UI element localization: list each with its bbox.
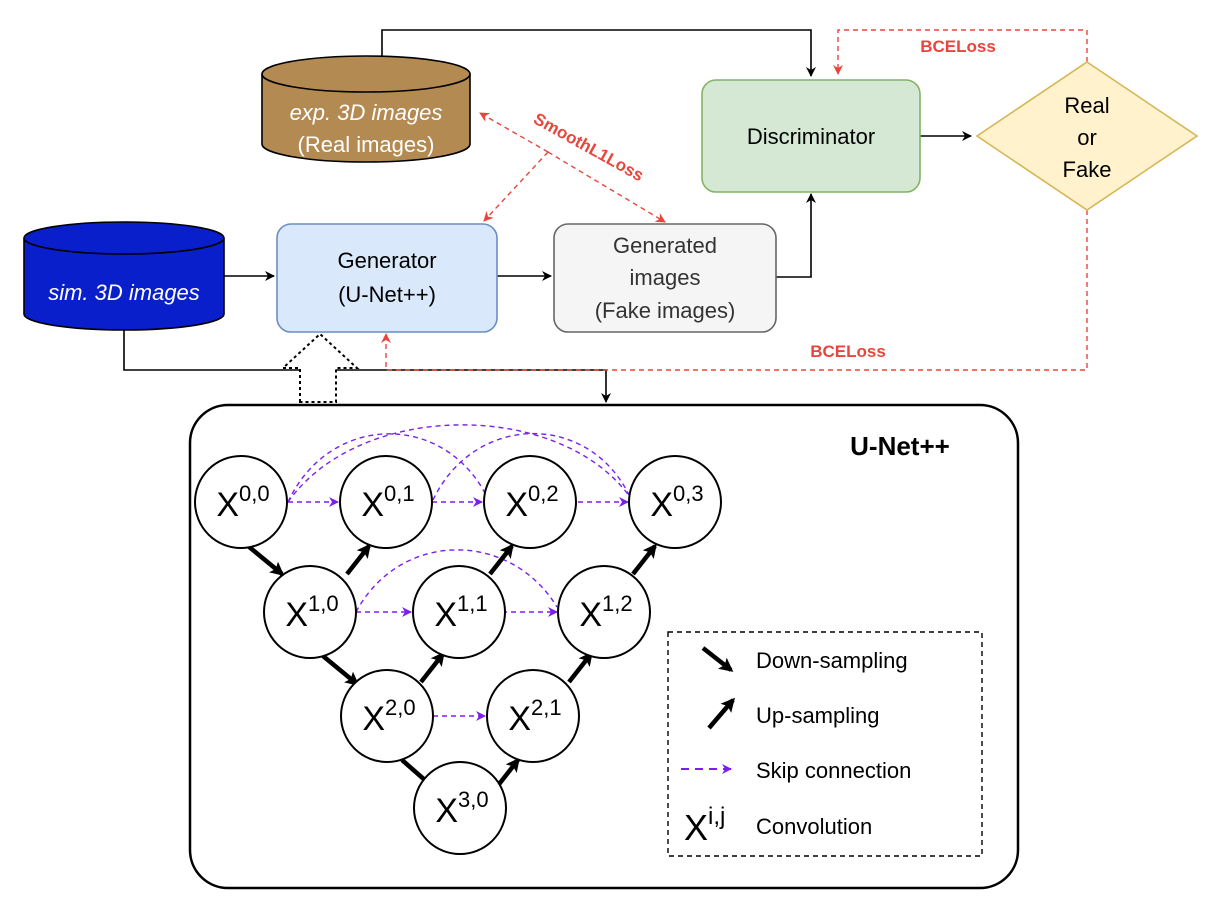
- bce-bottom-label: BCELoss: [810, 342, 886, 361]
- legend-down-label: Down-sampling: [756, 648, 908, 673]
- decision-line3: Fake: [1063, 157, 1112, 182]
- smoothl1-to-real-arrow: [479, 112, 549, 153]
- generated-line2: images: [630, 265, 701, 290]
- node-circle: [483, 455, 577, 549]
- node-x0-1: X0,1: [339, 455, 433, 549]
- node-x0-2: X0,2: [483, 455, 577, 549]
- node-circle: [557, 565, 651, 659]
- node-label: X1,0: [285, 591, 338, 634]
- sim-db-label: sim. 3D images: [48, 280, 200, 305]
- real-db-line2: (Real images): [298, 132, 435, 157]
- smoothl1-to-generator-arrow: [483, 151, 549, 222]
- generated-images-box: Generated images (Fake images): [553, 223, 777, 333]
- node-circle: [486, 669, 580, 763]
- decision-line2: or: [1077, 125, 1097, 150]
- node-label: X0,2: [505, 481, 558, 524]
- generator-line2: (U-Net++): [338, 282, 436, 307]
- unet-title: U-Net++: [850, 431, 950, 461]
- node-x1-2: X1,2: [557, 565, 651, 659]
- real-to-discriminator-arrow: [381, 29, 816, 77]
- legend-up-icon: [707, 697, 735, 730]
- discriminator-box: Discriminator: [701, 79, 921, 193]
- up-sampling-arrows: [345, 543, 657, 790]
- node-x3-0: X3,0: [413, 761, 507, 855]
- node-x1-1: X1,1: [412, 565, 506, 659]
- real-images-database: exp. 3D images (Real images): [261, 55, 471, 163]
- legend-conv-symbol: Xi,j: [684, 803, 725, 848]
- node-label: X3,0: [435, 787, 488, 830]
- node-label: X2,1: [508, 695, 561, 738]
- node-label: X2,0: [362, 695, 415, 738]
- discriminator-label: Discriminator: [747, 124, 875, 149]
- unet-nodes: X0,0 X0,1 X0,2 X0,3X1,0 X1,1 X1,2X2,0 X2,1X3,0: [194, 455, 722, 855]
- node-label: X0,3: [650, 481, 703, 524]
- smoothl1-to-generated-arrow: [547, 151, 666, 223]
- generator-box: Generator (U-Net++): [276, 223, 498, 333]
- smoothl1-label: SmoothL1Loss: [530, 109, 647, 185]
- node-label: X0,0: [216, 481, 269, 524]
- node-label: X0,1: [361, 481, 414, 524]
- bce-top-label: BCELoss: [920, 37, 996, 56]
- node-label: X1,2: [579, 591, 632, 634]
- node-x2-0: X2,0: [340, 669, 434, 763]
- node-label: X1,1: [434, 591, 487, 634]
- node-circle: [628, 455, 722, 549]
- node-circle: [413, 761, 507, 855]
- bce-top-loss-arrow: [833, 29, 1088, 75]
- legend-down-icon: [701, 646, 734, 672]
- node-x0-3: X0,3: [628, 455, 722, 549]
- legend-conv-label: Convolution: [756, 814, 872, 839]
- node-circle: [412, 565, 506, 659]
- legend: Down-sampling Up-sampling Skip connectio…: [667, 631, 983, 857]
- generated-line3: (Fake images): [595, 298, 736, 323]
- real-or-fake-decision: Real or Fake: [975, 61, 1199, 211]
- legend-up-label: Up-sampling: [756, 703, 880, 728]
- node-x0-0: X0,0: [194, 455, 288, 549]
- sim-images-database: sim. 3D images: [23, 221, 225, 331]
- generated-line1: Generated: [613, 233, 717, 258]
- unet-expands-generator-arrow: [280, 332, 360, 403]
- generator-line1: Generator: [337, 248, 436, 273]
- generated-to-discriminator-arrow: [776, 193, 816, 278]
- node-circle: [194, 455, 288, 549]
- skip-connections: [287, 424, 631, 721]
- node-x1-0: X1,0: [263, 565, 357, 659]
- real-db-line1: exp. 3D images: [290, 100, 443, 125]
- node-circle: [339, 455, 433, 549]
- decision-line1: Real: [1064, 93, 1109, 118]
- node-circle: [263, 565, 357, 659]
- node-x2-1: X2,1: [486, 669, 580, 763]
- sim-to-unet-arrow: [123, 326, 611, 403]
- node-circle: [340, 669, 434, 763]
- legend-skip-label: Skip connection: [756, 758, 911, 783]
